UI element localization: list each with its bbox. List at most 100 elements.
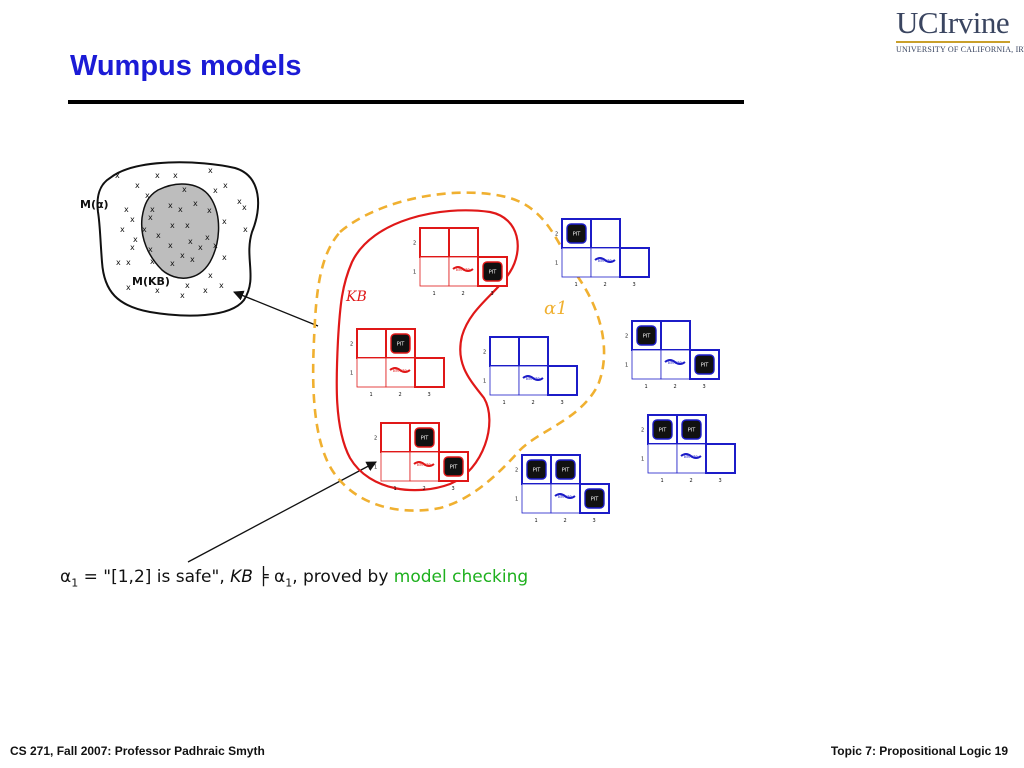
row-label: 1 xyxy=(641,457,644,463)
pit-label: PIT xyxy=(573,232,581,238)
breeze-icon xyxy=(389,367,411,373)
column-label: 1 xyxy=(433,291,436,297)
row-label: 1 xyxy=(625,363,628,369)
grid-cell xyxy=(521,483,552,514)
x-mark: x xyxy=(173,171,178,180)
row-label: 1 xyxy=(555,261,558,267)
column-label: 2 xyxy=(399,392,402,398)
arrow-to-venn xyxy=(233,290,319,327)
grid-cell xyxy=(631,349,662,380)
pit-icon xyxy=(555,459,576,480)
row-label: 1 xyxy=(350,371,353,377)
uci-logo: UCIrvine UNIVERSITY OF CALIFORNIA, IRVIN… xyxy=(896,5,1024,54)
x-mark: x xyxy=(145,191,150,200)
column-label: 1 xyxy=(370,392,373,398)
x-mark: x xyxy=(213,241,218,250)
x-mark: x xyxy=(142,225,147,234)
x-mark: x xyxy=(182,185,187,194)
x-mark: x xyxy=(178,205,183,214)
breeze-label: Breeze xyxy=(684,454,698,459)
x-mark: x xyxy=(188,237,193,246)
column-label: 3 xyxy=(633,282,636,288)
grid-cell xyxy=(489,336,520,367)
grid-cell xyxy=(561,247,592,278)
breeze-label: Breeze xyxy=(526,376,540,381)
x-mark: x xyxy=(223,181,228,190)
x-mark: x xyxy=(219,281,224,290)
grid-cell xyxy=(380,451,411,482)
page-title: Wumpus models xyxy=(70,50,302,82)
caption-statement: = "[1,2] is safe", xyxy=(78,567,231,587)
breeze-icon xyxy=(452,266,474,272)
x-mark: x xyxy=(208,271,213,280)
caption-method: model checking xyxy=(393,567,529,587)
column-label: 2 xyxy=(690,478,693,484)
row-label: 2 xyxy=(413,241,416,247)
pit-label: PIT xyxy=(397,342,405,348)
row-label: 2 xyxy=(483,350,486,356)
pit-icon xyxy=(443,456,464,477)
grid-cell xyxy=(660,349,691,380)
grid-cell xyxy=(590,247,621,278)
caption-entails: ╞ xyxy=(252,567,274,587)
pit-icon xyxy=(566,223,587,244)
x-mark: x xyxy=(185,281,190,290)
breeze-label: Breeze xyxy=(668,360,682,365)
x-mark: x xyxy=(130,243,135,252)
grid-cell xyxy=(676,443,707,474)
column-label: 1 xyxy=(394,486,397,492)
x-mark: x xyxy=(148,213,153,222)
label-m-kb: M(KB) xyxy=(132,275,170,288)
grid-cell xyxy=(647,443,678,474)
breeze-icon xyxy=(594,257,616,263)
caption-kb: KB xyxy=(230,567,253,587)
column-label: 1 xyxy=(661,478,664,484)
column-label: 1 xyxy=(575,282,578,288)
pit-icon xyxy=(584,488,605,509)
alpha-models-region xyxy=(140,183,220,279)
row-label: 2 xyxy=(641,428,644,434)
x-mark: x xyxy=(193,199,198,208)
footer-topic: Topic 7: Propositional Logic 19 xyxy=(830,744,1008,758)
pit-icon xyxy=(414,427,435,448)
breeze-icon xyxy=(554,493,576,499)
row-label: 2 xyxy=(350,342,353,348)
column-label: 1 xyxy=(645,384,648,390)
column-label: 2 xyxy=(462,291,465,297)
x-mark: x xyxy=(126,258,131,267)
row-label: 2 xyxy=(625,334,628,340)
x-mark: x xyxy=(203,286,208,295)
alpha1-region-label: α1 xyxy=(544,298,568,319)
breeze-label: Breeze xyxy=(393,368,407,373)
column-label: 3 xyxy=(491,291,494,297)
label-m-alpha: M(α) xyxy=(80,198,109,211)
column-label: 3 xyxy=(452,486,455,492)
column-label: 2 xyxy=(674,384,677,390)
x-mark: x xyxy=(213,186,218,195)
x-mark: x xyxy=(237,197,242,206)
x-mark: x xyxy=(155,286,160,295)
pit-label: PIT xyxy=(533,468,541,474)
x-mark: x xyxy=(222,253,227,262)
kb-region-label: KB xyxy=(345,289,367,305)
pit-label: PIT xyxy=(643,334,651,340)
column-label: 2 xyxy=(564,518,567,524)
logo-rule xyxy=(896,41,1010,43)
x-mark: x xyxy=(115,171,120,180)
x-mark: x xyxy=(120,225,125,234)
caption-alpha-sub-2: 1 xyxy=(285,576,293,590)
grid-cell xyxy=(547,365,578,396)
pit-icon xyxy=(636,325,657,346)
alpha1-region xyxy=(311,191,606,512)
x-mark: x xyxy=(198,243,203,252)
x-mark: x xyxy=(133,235,138,244)
logo-subtitle: UNIVERSITY OF CALIFORNIA, IRVINE xyxy=(896,45,1024,54)
logo-wordmark: UCIrvine xyxy=(896,5,1010,40)
